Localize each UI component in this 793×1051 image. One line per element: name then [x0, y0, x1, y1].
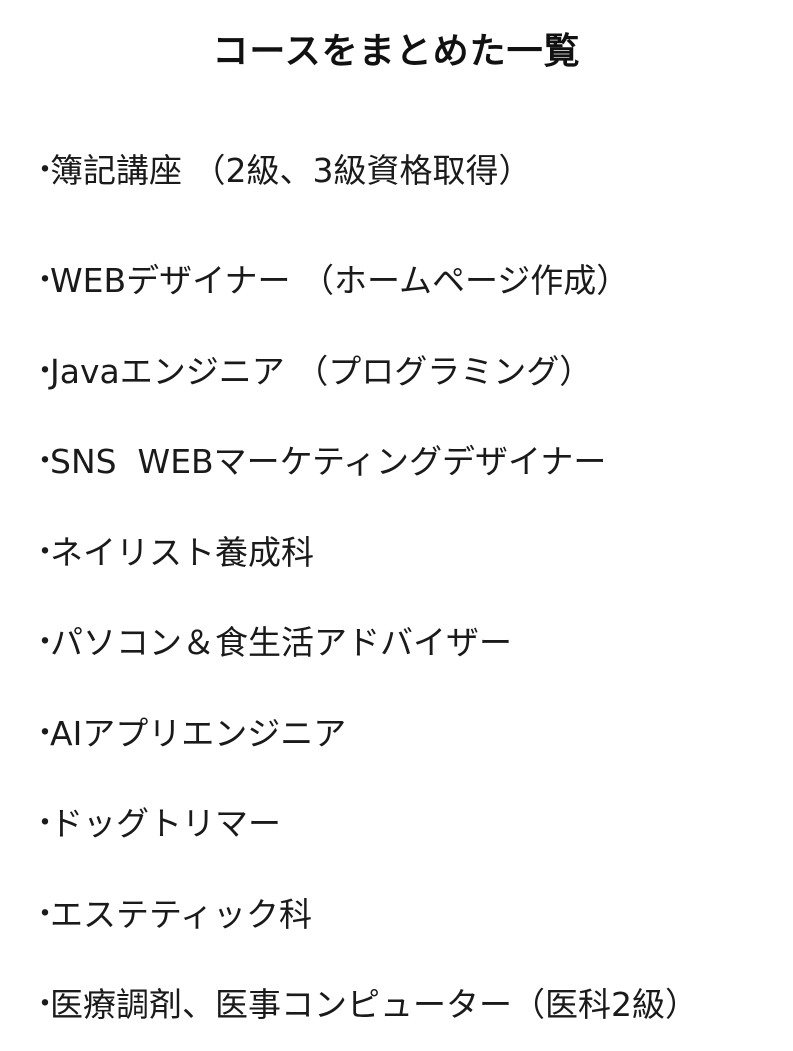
course-item-sns-web-marketing: ・ SNS WEBマーケティングデザイナー — [30, 417, 698, 508]
course-item-ai-app-engineer: ・ AIアプリエンジニア — [30, 689, 698, 780]
bullet-icon: ・ — [30, 444, 60, 480]
course-item-esthetic: ・ エステティック科 — [30, 870, 698, 961]
bullet-icon: ・ — [30, 353, 60, 389]
bullet-icon: ・ — [30, 987, 60, 1023]
course-list: ・ 簿記講座 （2級、3級資格取得） ・ WEBデザイナー （ホームページ作成）… — [30, 146, 698, 1051]
course-label: 医療調剤、医事コンピューター（医科2級） — [50, 985, 698, 1025]
course-item-web-designer: ・ WEBデザイナー （ホームページ作成） — [30, 236, 698, 327]
bullet-icon: ・ — [30, 806, 60, 842]
course-label: 簿記講座 （2級、3級資格取得） — [50, 151, 532, 190]
course-item-nailist: ・ ネイリスト養成科 — [30, 508, 698, 599]
course-label: ドッグトリマー — [50, 804, 281, 844]
course-item-pc-diet-advisor: ・ パソコン＆食生活アドバイザー — [30, 598, 698, 689]
course-label: SNS WEBマーケティングデザイナー — [50, 442, 607, 482]
course-item-bookkeeping: ・ 簿記講座 （2級、3級資格取得） — [30, 146, 698, 196]
course-label: AIアプリエンジニア — [50, 713, 347, 753]
course-item-medical-computer: ・ 医療調剤、医事コンピューター（医科2級） — [30, 960, 698, 1051]
bullet-icon: ・ — [30, 715, 60, 751]
course-label: WEBデザイナー （ホームページ作成） — [50, 261, 630, 301]
bullet-icon: ・ — [30, 896, 60, 932]
bullet-icon: ・ — [30, 625, 60, 661]
course-label: ネイリスト養成科 — [50, 532, 314, 572]
bullet-icon: ・ — [30, 153, 60, 188]
course-label: Javaエンジニア （プログラミング） — [50, 351, 593, 391]
page-title: コースをまとめた一覧 — [212, 31, 581, 73]
bullet-icon: ・ — [30, 534, 60, 570]
course-label: エステティック科 — [50, 894, 313, 934]
bullet-icon: ・ — [30, 263, 60, 299]
course-item-java-engineer: ・ Javaエンジニア （プログラミング） — [30, 327, 698, 418]
course-label: パソコン＆食生活アドバイザー — [50, 623, 512, 663]
course-item-dog-trimmer: ・ ドッグトリマー — [30, 779, 698, 870]
